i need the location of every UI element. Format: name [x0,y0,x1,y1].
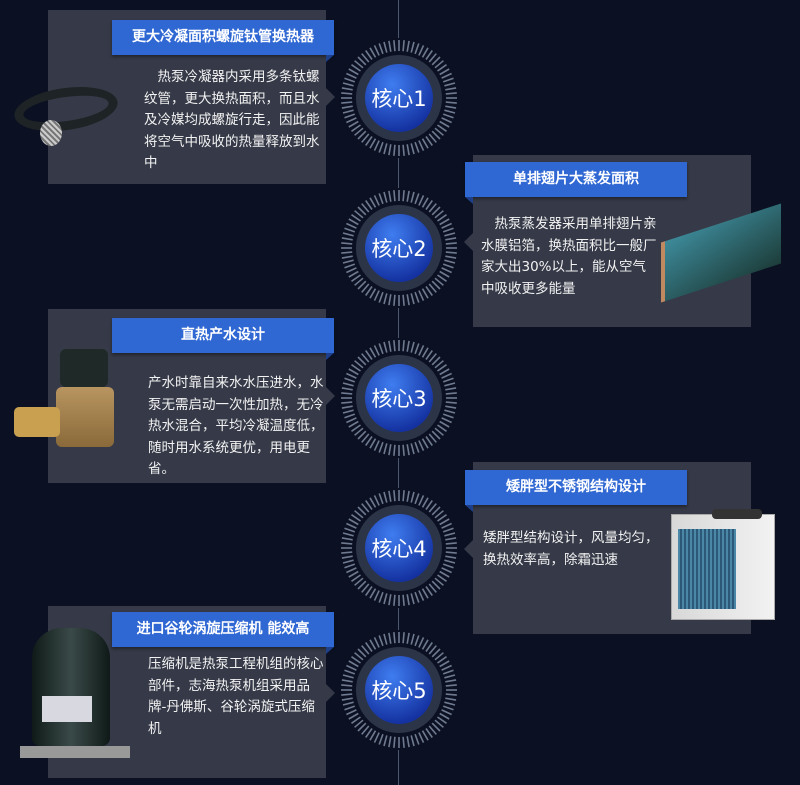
core-badge-icon: 核心4 [339,488,459,608]
feature-title: 进口谷轮涡旋压缩机 能效高 [112,612,334,654]
compressor-image [32,628,110,746]
feature-desc: 压缩机是热泵工程机组的核心部件，志海热泵机组采用品牌-丹佛斯、谷轮涡旋式压缩机 [148,656,324,737]
compressor-base-image [20,746,130,758]
titanium-coil-image [11,80,121,138]
core-node-5: 核心5 [334,625,464,755]
feature-title: 单排翅片大蒸发面积 [465,162,687,204]
core-badge-icon: 核心3 [339,338,459,458]
core-badge-icon: 核心2 [339,188,459,308]
core-label: 核心3 [371,387,426,411]
core-node-1: 核心1 [334,33,464,163]
core-badge-icon: 核心1 [339,38,459,158]
water-valve-image [60,349,108,387]
core-label: 核心1 [371,87,426,111]
feature-desc: 热泵冷凝器内采用多条钛螺纹管，更大换热面积，而且水及冷媒均成螺旋行走，因此能将空… [144,69,320,171]
feature-title: 更大冷凝面积螺旋钛管换热器 [112,20,334,62]
valve-inlet-image [14,407,60,437]
heat-pump-unit-image [671,509,775,620]
core-label: 核心5 [371,679,426,703]
feature-desc: 热泵蒸发器采用单排翅片亲水膜铝箔，换热面积比一般厂家大出30%以上，能从空气中吸… [481,216,657,297]
core-node-3: 核心3 [334,333,464,463]
feature-desc: 产水时靠自来水水压进水，水泵无需启动一次性加热，无冷热水混合，平均冷凝温度低，随… [148,375,324,477]
core-node-4: 核心4 [334,483,464,613]
core-badge-icon: 核心5 [339,630,459,750]
feature-title: 直热产水设计 [112,318,334,360]
feature-title-text: 单排翅片大蒸发面积 [513,171,639,187]
fin-evaporator-image [661,203,781,303]
core-node-2: 核心2 [334,183,464,313]
core-label: 核心4 [371,537,426,561]
feature-title-text: 直热产水设计 [181,327,265,343]
coil-detail-image [40,120,62,146]
feature-title-text: 进口谷轮涡旋压缩机 能效高 [136,621,310,637]
valve-body-image [56,387,114,447]
feature-desc: 矮胖型结构设计，风量均匀，换热效率高，除霜迅速 [483,530,659,568]
feature-title: 矮胖型不锈钢结构设计 [465,470,687,512]
core-label: 核心2 [371,237,426,261]
feature-title-text: 更大冷凝面积螺旋钛管换热器 [132,29,314,45]
feature-title-text: 矮胖型不锈钢结构设计 [506,479,646,495]
